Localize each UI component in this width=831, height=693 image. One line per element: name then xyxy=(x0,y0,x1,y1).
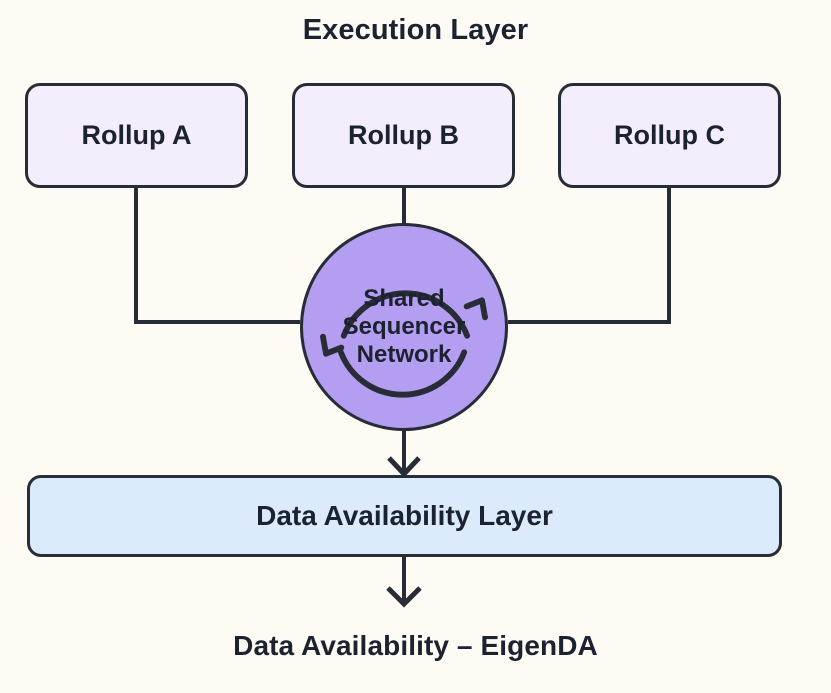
node-data-availability-layer-label: Data Availability Layer xyxy=(256,500,553,531)
arrowhead-to-da-layer xyxy=(387,456,421,478)
refresh-cycle-icon xyxy=(320,290,488,398)
node-data-availability-layer[interactable]: Data Availability Layer xyxy=(27,475,782,557)
node-rollup-a[interactable]: Rollup A xyxy=(25,83,248,188)
node-rollup-c-label: Rollup C xyxy=(614,120,725,150)
page-title: Execution Layer xyxy=(302,14,529,46)
node-rollup-b-label: Rollup B xyxy=(348,120,459,150)
node-rollup-b[interactable]: Rollup B xyxy=(292,83,515,188)
bottom-caption: Data Availability – EigenDA xyxy=(233,630,598,661)
node-rollup-a-label: Rollup A xyxy=(81,120,192,150)
node-rollup-c[interactable]: Rollup C xyxy=(558,83,781,188)
node-shared-sequencer-network[interactable]: Shared Sequencer Network xyxy=(300,223,508,431)
connector-rollup-a-to-sequencer xyxy=(134,188,300,324)
arrowhead-to-caption xyxy=(386,586,422,608)
connector-rollup-c-to-sequencer xyxy=(508,188,671,324)
